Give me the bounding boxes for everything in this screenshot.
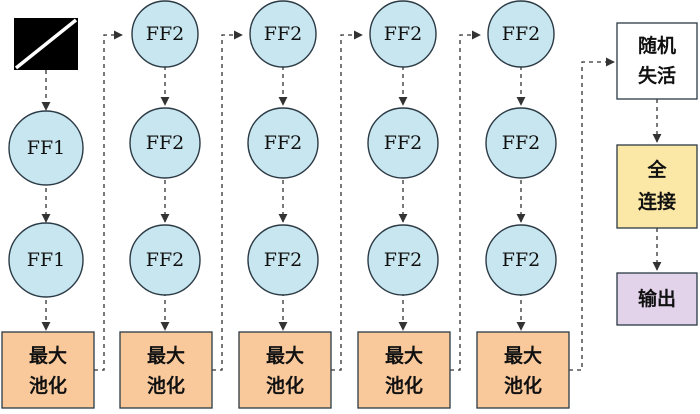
pool-label-line2: 池化 bbox=[266, 374, 304, 397]
ff-node-label: FF2 bbox=[502, 23, 540, 45]
max-pool-box bbox=[119, 331, 213, 409]
ff-node-label: FF2 bbox=[264, 249, 302, 271]
column-5: FF2 FF2 FF2 最大 池化 bbox=[476, 0, 570, 409]
head-column: 随机 失活 全 连接 输出 bbox=[616, 22, 698, 326]
ff-node bbox=[247, 224, 319, 296]
ff-node-label: FF2 bbox=[146, 132, 184, 154]
ff-node-label: FF2 bbox=[264, 132, 302, 154]
pool-label-line2: 池化 bbox=[504, 374, 542, 397]
pool-label-line2: 池化 bbox=[29, 374, 67, 397]
ff-node bbox=[129, 107, 201, 179]
max-pool-box bbox=[1, 331, 95, 409]
ff-node-label: FF2 bbox=[264, 23, 302, 45]
fully-connected-box bbox=[616, 144, 698, 229]
ff-node bbox=[487, 0, 555, 68]
column-3: FF2 FF2 FF2 最大 池化 bbox=[238, 0, 332, 409]
ff-node-label: FF1 bbox=[27, 137, 65, 159]
fc-label-line2: 连接 bbox=[638, 190, 676, 213]
ff-node bbox=[8, 110, 84, 186]
pool-label-line2: 池化 bbox=[147, 374, 185, 397]
output-label: 输出 bbox=[638, 287, 676, 310]
pool-label-line2: 池化 bbox=[385, 374, 423, 397]
flow-arrows bbox=[41, 30, 662, 371]
ff-node bbox=[367, 107, 439, 179]
ff-node bbox=[129, 224, 201, 296]
pool-label-line1: 最大 bbox=[504, 344, 542, 367]
ff-node-label: FF2 bbox=[502, 249, 540, 271]
ff-node bbox=[367, 224, 439, 296]
input-image-icon bbox=[14, 18, 78, 70]
ff-node bbox=[249, 0, 317, 68]
ff-node bbox=[131, 0, 199, 68]
column-4: FF2 FF2 FF2 最大 池化 bbox=[357, 0, 451, 409]
ff-node-label: FF2 bbox=[146, 23, 184, 45]
max-pool-box bbox=[476, 331, 570, 409]
dropout-label-line1: 随机 bbox=[638, 34, 676, 57]
ff-node-label: FF2 bbox=[384, 132, 422, 154]
dropout-box bbox=[616, 22, 698, 100]
pool-label-line1: 最大 bbox=[147, 344, 185, 367]
max-pool-box bbox=[357, 331, 451, 409]
column-1: FF1 FF1 最大 池化 bbox=[1, 110, 95, 409]
ff-node bbox=[8, 222, 84, 298]
max-pool-box bbox=[238, 331, 332, 409]
output-box bbox=[616, 272, 698, 326]
dropout-label-line2: 失活 bbox=[638, 64, 676, 87]
ff-node-label: FF2 bbox=[502, 132, 540, 154]
pool-label-line1: 最大 bbox=[385, 344, 423, 367]
ff-node bbox=[369, 0, 437, 68]
column-2: FF2 FF2 FF2 最大 池化 bbox=[119, 0, 213, 409]
ff-node-label: FF1 bbox=[27, 249, 65, 271]
fc-label-line1: 全 bbox=[646, 158, 667, 181]
pool-label-line1: 最大 bbox=[29, 344, 67, 367]
ff-node-label: FF2 bbox=[384, 249, 422, 271]
ff-node bbox=[485, 224, 557, 296]
pool-label-line1: 最大 bbox=[266, 344, 304, 367]
ff-node bbox=[485, 107, 557, 179]
ff-node bbox=[247, 107, 319, 179]
ff-node-label: FF2 bbox=[146, 249, 184, 271]
ff-node-label: FF2 bbox=[384, 23, 422, 45]
